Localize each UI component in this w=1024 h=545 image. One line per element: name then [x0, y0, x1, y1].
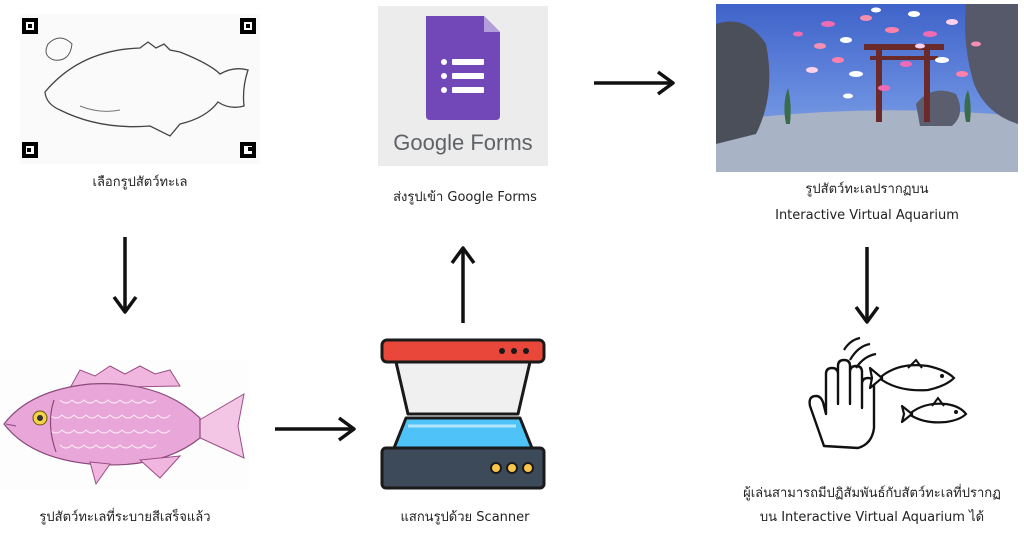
arrow-up-middle: [450, 246, 476, 323]
google-forms-wordmark: Google Forms: [393, 130, 533, 155]
caption-interact-line2: บน Interactive Virtual Aquarium ได้: [759, 510, 985, 525]
fish-outline-template: [20, 14, 260, 164]
scanner-icon: [378, 336, 548, 492]
marker-bottom-left: [22, 142, 38, 158]
caption-scan: แสกนรูปด้วย Scanner: [400, 510, 530, 525]
caption-colored-fish: รูปสัตว์ทะเลที่ระบายสีเสร็จแล้ว: [39, 510, 211, 525]
colored-fish-image: [0, 360, 250, 490]
arrow-right-bottom: [275, 416, 356, 442]
arrow-down-left: [112, 237, 138, 314]
marker-top-right: [240, 18, 256, 34]
caption-appear-line1: รูปสัตว์ทะเลปรากฏบน: [805, 182, 929, 197]
caption-appear-aquarium: รูปสัตว์ทะเลปรากฏบน Interactive Virtual …: [716, 180, 1018, 226]
google-forms-logo: Google Forms: [378, 6, 548, 166]
caption-interact: ผู้เล่นสามารถมีปฏิสัมพันธ์กับสัตว์ทะเลที…: [720, 484, 1024, 528]
marker-bottom-right: [240, 142, 256, 158]
caption-send-forms: ส่งรูปเข้า Google Forms: [393, 190, 537, 205]
virtual-aquarium-screenshot: [716, 4, 1018, 172]
arrow-right-top: [594, 70, 675, 96]
caption-choose-fish: เลือกรูปสัตว์ทะเล: [92, 175, 188, 190]
caption-interact-line1: ผู้เล่นสามารถมีปฏิสัมพันธ์กับสัตว์ทะเลที…: [743, 486, 1001, 501]
marker-top-left: [22, 18, 38, 34]
caption-appear-line2: Interactive Virtual Aquarium: [775, 208, 959, 223]
hand-interaction-icon: [800, 334, 980, 456]
arrow-down-right: [854, 247, 880, 324]
